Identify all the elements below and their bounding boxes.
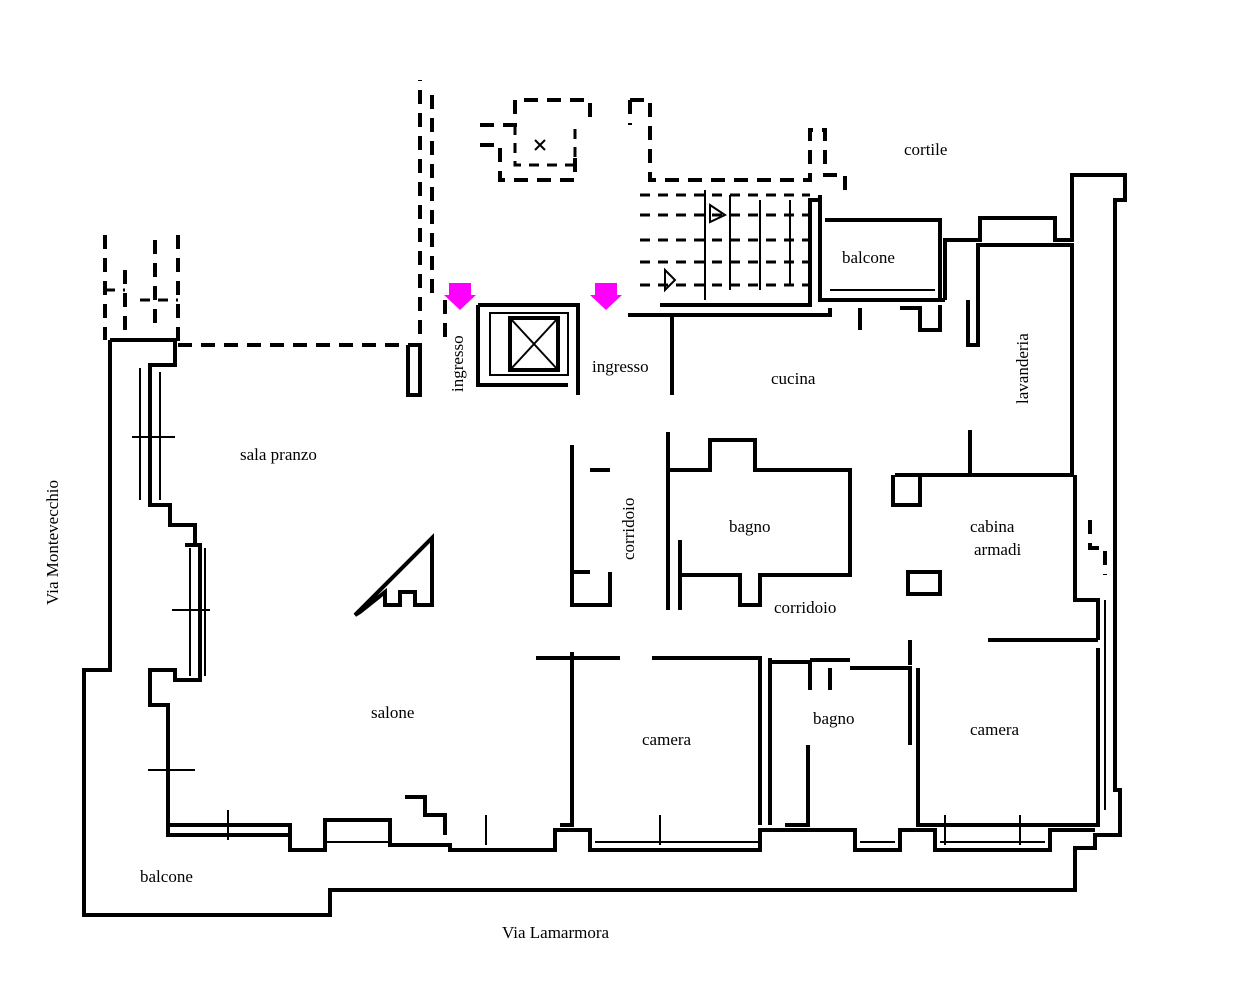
ingresso-vertical-label: ingresso: [448, 335, 467, 392]
lavanderia-label: lavanderia: [1013, 333, 1032, 404]
piano-icon: [353, 533, 434, 617]
camera-1-label: camera: [642, 730, 692, 749]
camera-2-label: camera: [970, 720, 1020, 739]
balcone-top-box: [825, 218, 942, 300]
service-area-top-left: [103, 80, 447, 397]
lift-block: [476, 303, 580, 395]
corridoio-label: corridoio: [774, 598, 836, 617]
salone-label: salone: [371, 703, 414, 722]
corridoio-vertical-label: corridoio: [619, 498, 638, 560]
balcone-bottom-label: balcone: [140, 867, 193, 886]
courtyard-elements: [480, 98, 945, 307]
west-facade: [110, 338, 290, 837]
bagno-1-label: bagno: [729, 517, 771, 536]
outer-wall: [82, 173, 1127, 917]
cortile-label: cortile: [904, 140, 947, 159]
bagno-2-label: bagno: [813, 709, 855, 728]
via-montevecchio-label: Via Montevecchio: [43, 480, 62, 605]
down-arrow-icon: [444, 283, 476, 310]
entrance-arrow-left: [444, 283, 476, 310]
balcone-top-label: balcone: [842, 248, 895, 267]
entrance-arrow-right: [590, 283, 622, 310]
via-lamarmora-label: Via Lamarmora: [502, 923, 610, 942]
ingresso-label: ingresso: [592, 357, 649, 376]
cucina-label: cucina: [771, 369, 816, 388]
interior-walls: [288, 200, 1117, 832]
cabina-label: cabina: [970, 517, 1015, 536]
sala-pranzo-label: sala pranzo: [240, 445, 317, 464]
south-facade: [166, 795, 1095, 852]
armadi-label: armadi: [974, 540, 1021, 559]
down-arrow-icon: [590, 283, 622, 310]
